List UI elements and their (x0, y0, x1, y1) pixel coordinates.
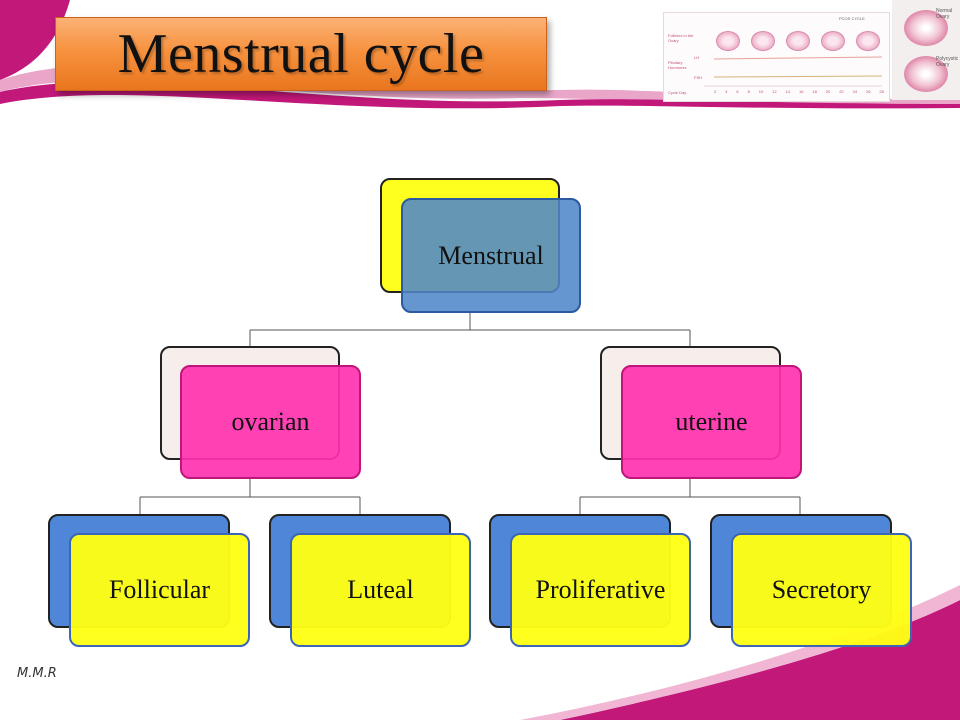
follicle-icon (856, 31, 880, 51)
thumbnail-row-label: LH (694, 55, 700, 60)
connector-root (249, 312, 691, 346)
thumbnail-heading: PCOS CYCLE (839, 16, 865, 21)
thumbnail-row-label: Pituitary Hormones (668, 60, 687, 70)
top-left-swoosh (0, 0, 70, 80)
normal-ovary-icon (904, 10, 948, 46)
node-proliferative-label: Proliferative (510, 533, 691, 647)
polycystic-ovary-icon (904, 56, 948, 92)
follicle-icon (786, 31, 810, 51)
cycle-day-label: 10 (758, 89, 764, 94)
connector-ovarian (139, 478, 361, 514)
node-follicular-label: Follicular (69, 533, 250, 647)
thumbnail-row-label: Follicles in the Ovary (668, 33, 694, 43)
cycle-day-label: 28 (879, 89, 884, 94)
cycle-day-label: 18 (812, 89, 817, 94)
cycle-day-label: 20 (825, 89, 831, 94)
thumbnail-row-label: FSH (694, 75, 702, 80)
ovary-label: Polycystic Ovary (936, 56, 959, 68)
title-banner: Menstrual cycle (55, 17, 547, 91)
cycle-day-label: 8 (747, 89, 750, 94)
follicle-icon (716, 31, 740, 51)
follicle-icon (821, 31, 845, 51)
author-watermark: M.M.R (17, 666, 57, 681)
node-ovarian-label: ovarian (180, 365, 361, 479)
ovary-label: Normal Ovary (936, 8, 953, 20)
node-secretory-label: Secretory (731, 533, 912, 647)
follicle-icon (751, 31, 775, 51)
cycle-day-label: 12 (772, 89, 777, 94)
cycle-day-label: 4 (725, 89, 728, 94)
ovary-illustration: Normal Ovary Polycystic Ovary (892, 0, 960, 100)
cycle-day-label: 24 (852, 89, 858, 94)
cycle-day-label: 14 (785, 89, 791, 94)
cycle-day-label: 26 (866, 89, 871, 94)
cycle-day-label: 22 (839, 89, 844, 94)
node-root-label: Menstrual (401, 198, 581, 313)
bottom-right-swoosh (560, 600, 960, 720)
node-uterine-label: uterine (621, 365, 802, 479)
connector-uterine (579, 478, 801, 514)
thumbnail-row-label: Cycle Day (668, 90, 687, 95)
cycle-day-label: 2 (714, 89, 717, 94)
thumbnail-hormone-lines (704, 56, 883, 87)
pcos-cycle-thumbnail: PCOS CYCLE Follicles in the Ovary LH Pit… (663, 12, 890, 102)
cycle-day-label: 6 (736, 89, 739, 94)
cycle-day-label: 16 (798, 89, 804, 94)
node-luteal-label: Luteal (290, 533, 471, 647)
slide-title: Menstrual cycle (117, 23, 485, 85)
